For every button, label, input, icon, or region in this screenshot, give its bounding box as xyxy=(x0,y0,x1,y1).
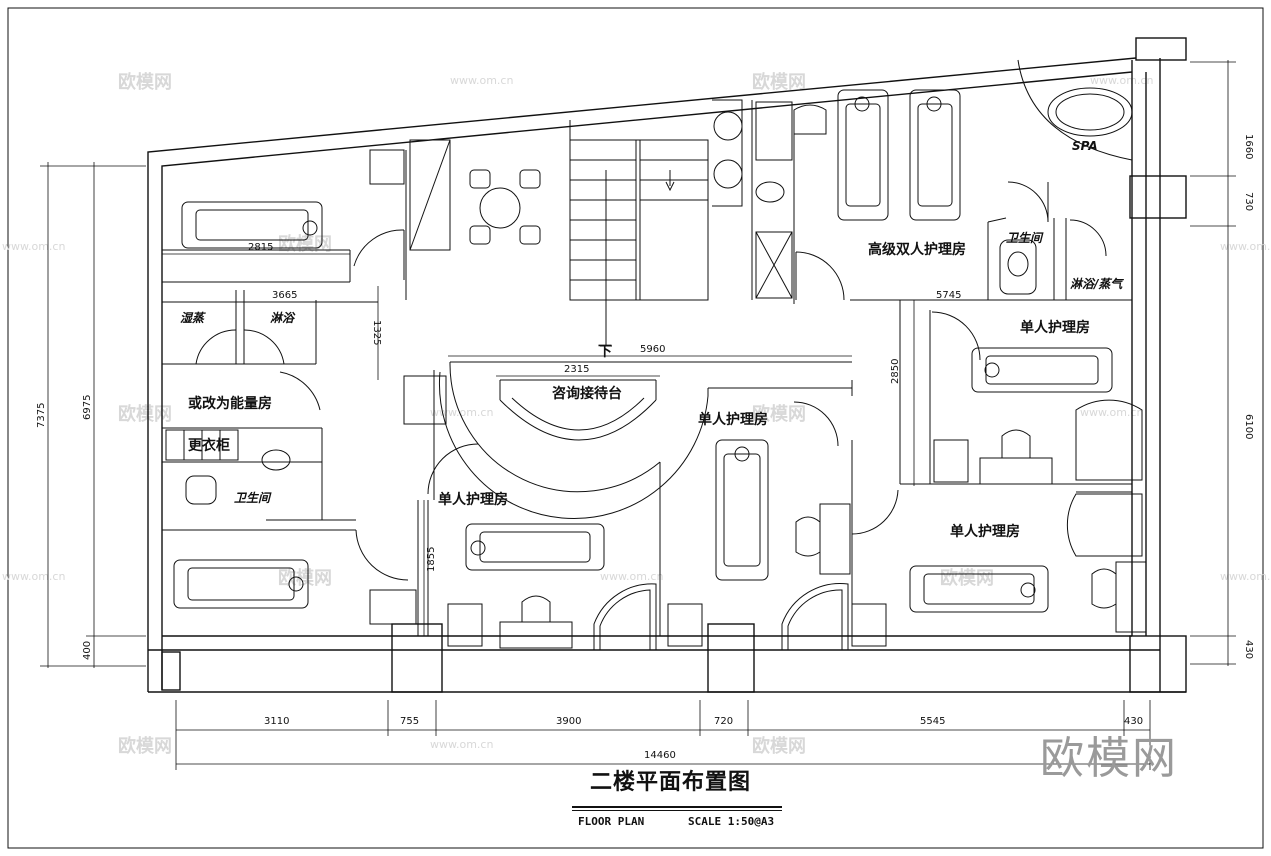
room-shower-steam: 淋浴/蒸气 xyxy=(1070,277,1124,291)
room-reception: 咨询接待台 xyxy=(552,385,622,402)
dimension-labels: 3110 755 3900 720 5545 430 14460 7375 69… xyxy=(36,134,1254,761)
room-single-d: 单人护理房 xyxy=(950,523,1020,540)
brand-watermark: 欧模网 xyxy=(1040,733,1178,784)
room-locker: 更衣柜 xyxy=(188,437,230,454)
watermark-logo: 欧模网 xyxy=(118,71,172,93)
room-deluxe-double: 高级双人护理房 xyxy=(868,241,966,258)
room-wc-right: 卫生间 xyxy=(1006,231,1044,245)
dim-right-1: 1660 xyxy=(1243,134,1254,159)
room-single-b: 单人护理房 xyxy=(698,411,768,428)
room-steam: 湿蒸 xyxy=(180,311,206,325)
watermark-logo: 欧模网 xyxy=(118,735,172,757)
dim-bottom-5: 5545 xyxy=(920,716,945,727)
dim-bottom-3: 3900 xyxy=(556,716,581,727)
dim-3665: 3665 xyxy=(272,290,297,301)
watermark-logo: 欧模网 xyxy=(118,403,172,425)
dim-right-3: 6100 xyxy=(1243,414,1254,439)
watermark-url: www.om.cn xyxy=(600,570,663,583)
dim-bottom-4: 720 xyxy=(714,716,733,727)
shower-cabins xyxy=(593,399,1143,651)
reception-counter xyxy=(438,361,709,520)
exterior-walls xyxy=(147,37,1187,693)
door-swings xyxy=(195,181,1107,581)
dim-5960: 5960 xyxy=(640,344,665,355)
staircase xyxy=(569,139,709,347)
dim-1855: 1855 xyxy=(426,547,437,572)
watermark-url: www.om.cn xyxy=(430,738,493,751)
massage-beds xyxy=(173,89,1113,613)
dim-2815: 2815 xyxy=(248,242,273,253)
watermark-url: www.om.cn xyxy=(450,74,513,87)
title-underline xyxy=(572,806,782,808)
room-single-c: 单人护理房 xyxy=(438,491,508,508)
room-labels: 高级双人护理房 单人护理房 单人护理房 单人护理房 单人护理房 咨询接待台 或改… xyxy=(180,139,1124,540)
dim-2315: 2315 xyxy=(564,364,589,375)
watermark-url: www.om.cn xyxy=(1080,406,1143,419)
watermark-url: www.om.cn xyxy=(1220,570,1271,583)
watermark-url: www.om.cn xyxy=(2,240,65,253)
watermark-logo: 欧模网 xyxy=(278,567,332,589)
dim-total: 14460 xyxy=(644,750,676,761)
stair-down-label: 下 xyxy=(598,344,612,360)
room-energy: 或改为能量房 xyxy=(188,395,272,412)
dimension-lines xyxy=(40,60,1236,770)
watermark-url: www.om.cn xyxy=(1220,240,1271,253)
dim-left-inner: 6975 xyxy=(82,395,93,420)
watermark-logo: 欧模网 xyxy=(278,233,332,255)
watermark-url: www.om.cn xyxy=(1090,74,1153,87)
room-single-a: 单人护理房 xyxy=(1020,319,1090,336)
dim-1325: 1325 xyxy=(371,320,382,345)
dim-left-bottom: 400 xyxy=(82,641,93,660)
watermark-logo: 欧模网 xyxy=(752,403,806,425)
watermark-logo: 欧模网 xyxy=(940,567,994,589)
subtitle-floor-plan: FLOOR PLAN xyxy=(578,815,645,828)
room-shower: 淋浴 xyxy=(270,311,296,325)
dim-right-4: 430 xyxy=(1243,640,1254,659)
title-underline-thin xyxy=(572,810,782,811)
dim-bottom-1: 3110 xyxy=(264,716,289,727)
dim-bottom-6: 430 xyxy=(1124,716,1143,727)
watermark-logo: 欧模网 xyxy=(752,735,806,757)
watermark-logo: 欧模网 xyxy=(752,71,806,93)
watermark-url: www.om.cn xyxy=(2,570,65,583)
subtitle-scale: SCALE 1:50@A3 xyxy=(688,815,775,828)
room-spa: SPA xyxy=(1072,139,1098,153)
dim-left-outer: 7375 xyxy=(36,403,47,428)
dim-5745: 5745 xyxy=(936,290,961,301)
drawing-title: 二楼平面布置图 xyxy=(590,770,752,795)
drawing-border xyxy=(7,7,1264,849)
dim-right-2: 730 xyxy=(1243,192,1254,211)
room-wc-left: 卫生间 xyxy=(234,491,272,505)
furniture xyxy=(165,59,1147,649)
dim-bottom-2: 755 xyxy=(400,716,419,727)
dim-2850: 2850 xyxy=(890,359,901,384)
